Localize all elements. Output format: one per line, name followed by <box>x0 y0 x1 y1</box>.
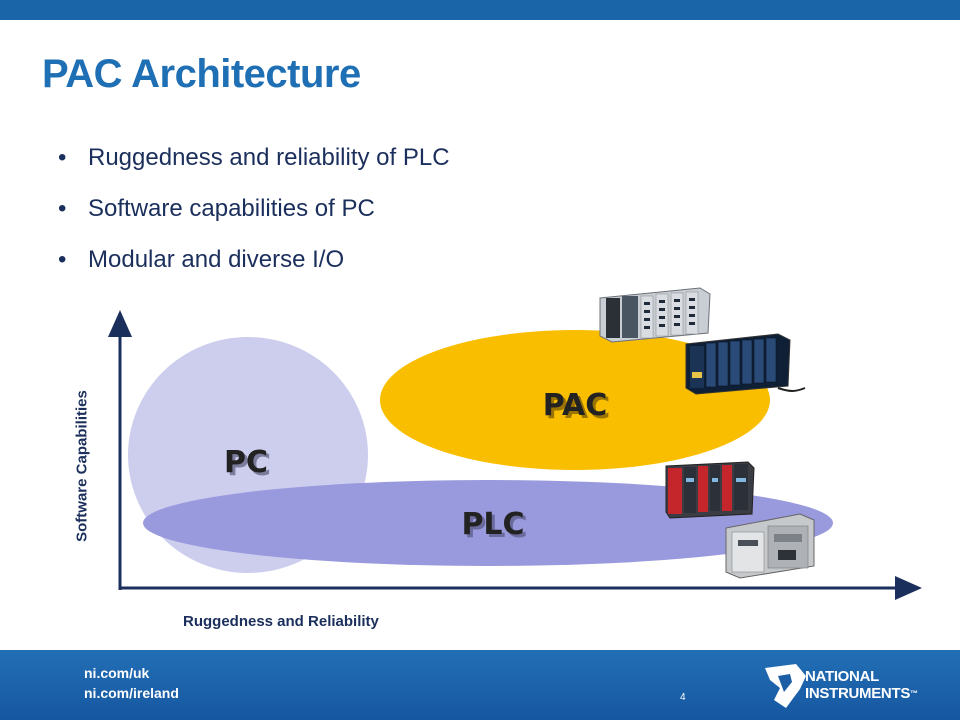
plc-label: PLC <box>461 507 524 542</box>
logo-instruments-text: INSTRUMENTS <box>805 685 911 702</box>
bullet-text: Software capabilities of PC <box>88 195 375 222</box>
pac-region <box>380 330 770 470</box>
pac-label-shadow: PAC <box>546 391 610 426</box>
bullet-item: • Software capabilities of PC <box>58 189 450 240</box>
plc-label-shadow: PLC <box>464 510 527 545</box>
logo-instruments: INSTRUMENTS™ <box>805 686 918 702</box>
top-bar <box>0 0 960 20</box>
slide-title: PAC Architecture <box>42 52 361 96</box>
x-axis-label: Ruggedness and Reliability <box>183 613 379 630</box>
bullet-dot: • <box>58 195 67 222</box>
bullet-text: Ruggedness and reliability of PLC <box>88 144 450 171</box>
pc-label-shadow: PC <box>227 448 271 483</box>
bullet-item: • Ruggedness and reliability of PLC <box>58 138 450 189</box>
page-number: 4 <box>680 692 686 703</box>
pac-rack-image <box>685 333 806 395</box>
pac-controller-image <box>599 287 711 343</box>
plc-modular-image <box>665 461 755 519</box>
bullet-dot: • <box>58 246 67 273</box>
bullet-list: • Ruggedness and reliability of PLC • Soft… <box>58 138 450 291</box>
pc-label: PC <box>224 445 268 480</box>
bullet-item: • Modular and diverse I/O <box>58 240 450 291</box>
footer-link-ireland[interactable]: ni.com/ireland <box>84 685 179 701</box>
footer-link-uk[interactable]: ni.com/uk <box>84 665 150 681</box>
pac-label: PAC <box>543 388 607 423</box>
bullet-text: Modular and diverse I/O <box>88 246 345 273</box>
logo-national: NATIONAL <box>805 668 879 685</box>
trademark-symbol: ™ <box>910 689 918 698</box>
plc-region <box>143 480 833 566</box>
plc-compact-image <box>725 513 815 579</box>
bullet-dot: • <box>58 144 67 171</box>
